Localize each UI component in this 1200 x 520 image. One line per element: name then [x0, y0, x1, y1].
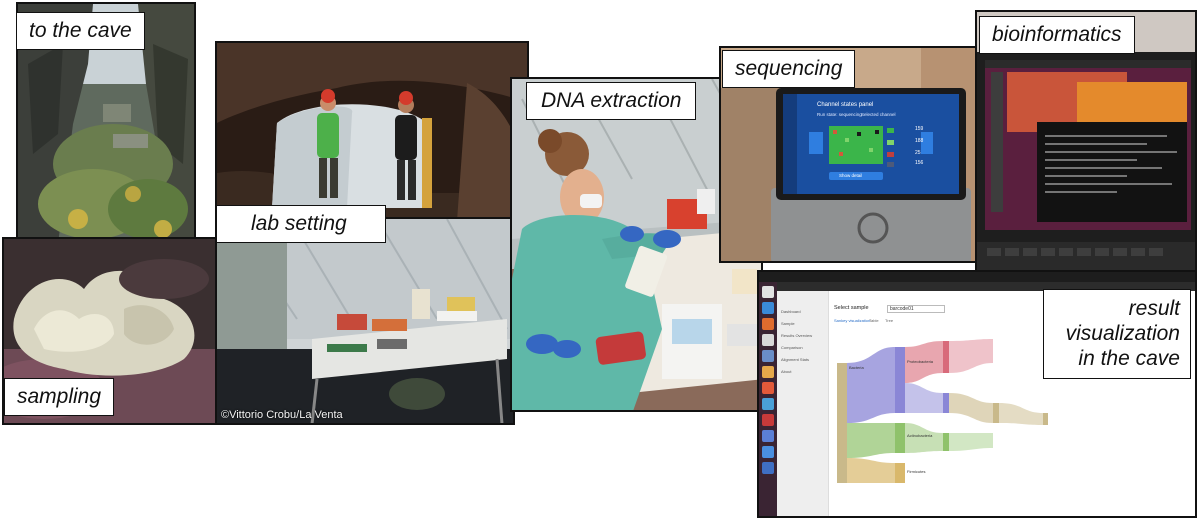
sequencer-stat-4: 156 [915, 160, 924, 166]
sampling-label: sampling [4, 378, 115, 417]
dock-app-icon [762, 446, 774, 458]
dock-app-icon [762, 462, 774, 474]
dock-app-icon [762, 398, 774, 410]
result-label-line: in the cave [1078, 347, 1180, 371]
laptop-terminal-illustration [977, 12, 1195, 271]
sequencer-stat-2: 188 [915, 138, 924, 144]
dock-app-icon [762, 366, 774, 378]
dock-app-icon [762, 350, 774, 362]
tab-table: Table [869, 318, 879, 323]
lab-setting-label: lab setting [216, 205, 386, 244]
bioinformatics-photo [975, 10, 1197, 273]
channel-grid [829, 126, 883, 164]
dock-app-icon [762, 334, 774, 346]
sidebar-item-dashboard: Dashboard [781, 309, 801, 314]
sequencer-detail-button: Show detail [839, 173, 863, 178]
sidebar-item-sample: Sample [781, 321, 795, 326]
result-screen-photo: Dashboard Sample Results Overview Compar… [757, 270, 1197, 518]
cave-tent-illustration [217, 43, 527, 217]
app-sidebar: Dashboard Sample Results Overview Compar… [777, 291, 829, 516]
dock-app-icon [762, 430, 774, 442]
sample-select-value: barcode01 [887, 305, 945, 313]
sequencer-stat-1: 159 [915, 126, 924, 132]
epi2me-window: Dashboard Sample Results Overview Compar… [777, 282, 1195, 516]
sequencer-subtitle-2: Selected channel [861, 112, 896, 117]
tab-sankey: Sankey visualization [834, 318, 871, 323]
cave-label: to the cave [16, 12, 145, 51]
sidebar-item-comparison: Comparison [781, 345, 803, 350]
sequencer-stat-3: 25 [915, 150, 921, 156]
sequencer-title: Channel states panel [817, 102, 874, 108]
sankey-node-label: Actinobacteria [907, 433, 933, 438]
result-label-line: visualization [1065, 322, 1180, 346]
sequencer-subtitle: Run state: sequencing [817, 112, 862, 117]
dock-app-icon [762, 302, 774, 314]
sankey-node-label: Bacteria [849, 365, 864, 370]
lab-photo: ©Vittorio Crobu/La Venta [215, 217, 515, 425]
tab-tree: Tree [885, 318, 894, 323]
lab-tent-illustration [217, 219, 513, 423]
sidebar-item-results: Results Overview [781, 333, 813, 338]
canyon-illustration [18, 4, 194, 240]
dna-extraction-label: DNA extraction [526, 82, 697, 121]
sankey-node-label: Firmicutes [907, 469, 925, 474]
photo-credit: ©Vittorio Crobu/La Venta [221, 409, 343, 421]
sankey-node-label: Proteobacteria [907, 359, 934, 364]
select-sample-label: Select sample [834, 305, 869, 311]
bioinformatics-label: bioinformatics [979, 16, 1135, 55]
tent-photo [215, 41, 529, 219]
dock-app-icon [762, 414, 774, 426]
cave-photo [16, 2, 196, 242]
dock-app-icon [762, 382, 774, 394]
dock-app-icon [762, 286, 774, 298]
sankey-diagram: Bacteria Proteobacteria Actinobacteria F… [837, 339, 1048, 483]
sidebar-item-about: About [781, 369, 792, 374]
app-titlebar [777, 282, 1195, 291]
app-dock [759, 282, 777, 516]
dock-app-icon [762, 318, 774, 330]
sequencing-label: sequencing [722, 50, 856, 89]
result-visualization-label: result visualization in the cave [1043, 289, 1191, 379]
result-label-line: result [1128, 297, 1180, 320]
system-topbar [759, 272, 1195, 282]
sidebar-item-alignment: Alignment Stats [781, 357, 810, 362]
